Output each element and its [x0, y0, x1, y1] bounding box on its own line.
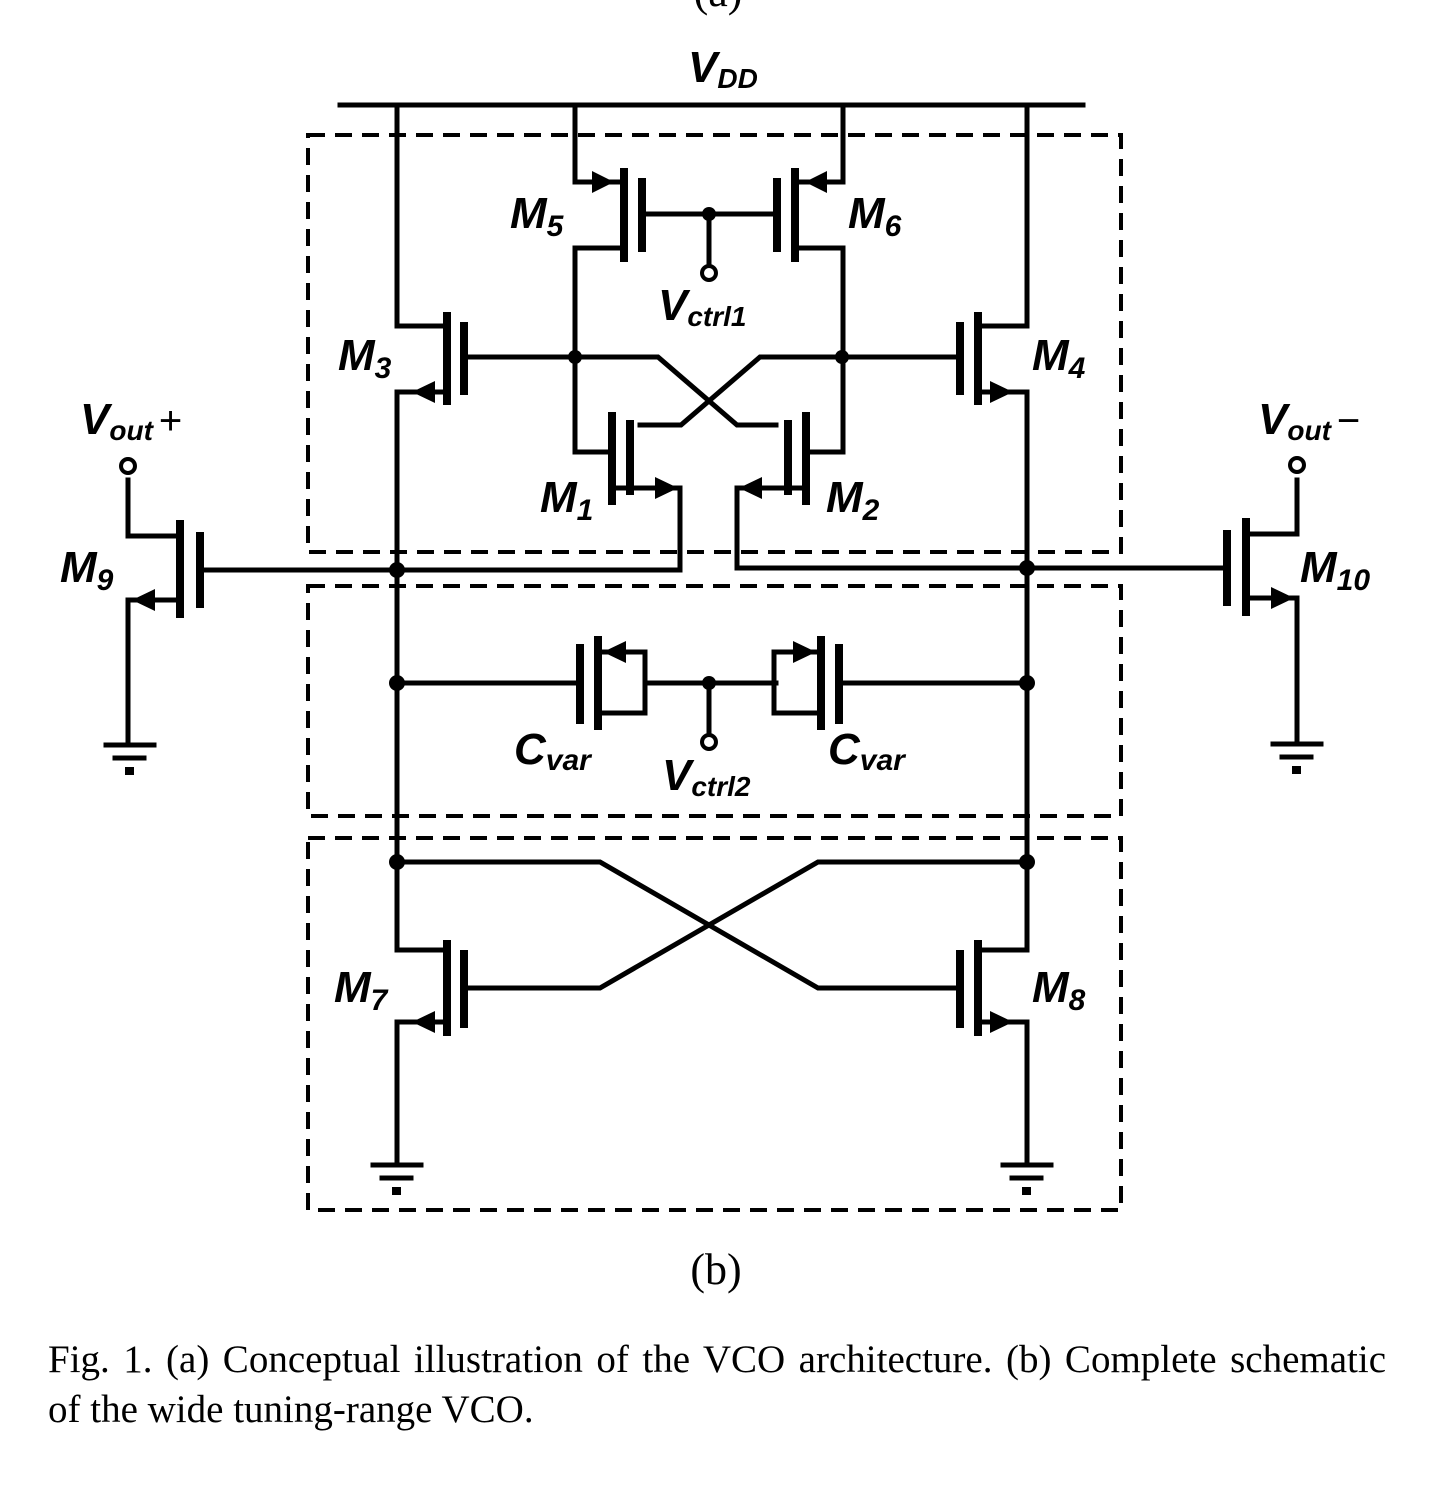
varactor-right	[771, 636, 1030, 730]
vout-plus-label: Vout+	[80, 395, 182, 446]
m6-label: M6	[848, 189, 902, 243]
m5-label: M5	[510, 189, 565, 243]
transistor-m5	[572, 102, 779, 455]
cross-coupled-block	[306, 133, 1123, 554]
nmos-cross-wire-b	[461, 859, 1030, 991]
ground-icon-m9	[103, 742, 157, 775]
m8-label: M8	[1032, 963, 1086, 1017]
transistor-m2	[734, 412, 1030, 571]
m10-label: M10	[1300, 543, 1370, 597]
transistor-m1	[394, 412, 683, 573]
m1-label: M1	[540, 473, 593, 527]
cross-wire-b	[637, 354, 845, 428]
m3-label: M3	[338, 331, 392, 385]
nmos-pair-block	[306, 836, 1123, 1212]
transistor-m8	[956, 940, 1030, 1163]
vctrl2-label: Vctrl2	[662, 751, 751, 802]
vctrl2-terminal	[700, 733, 718, 751]
right-node-wire	[979, 389, 1030, 953]
transistor-m4	[839, 312, 1030, 405]
transistor-m3	[394, 312, 578, 405]
vctrl1-label: Vctrl1	[658, 281, 747, 332]
vout-minus-label: Vout−	[1258, 395, 1360, 446]
transistor-m7	[394, 940, 468, 1163]
ground-icon-m10	[1270, 741, 1324, 774]
vout-minus-terminal	[1288, 456, 1306, 474]
left-node-wire	[394, 389, 446, 953]
m9-label: M9	[60, 543, 114, 597]
figure-caption: Fig. 1. (a) Conceptual illustration of t…	[48, 1338, 1386, 1431]
transistor-m9	[125, 477, 204, 743]
nmos-cross-wire-a	[394, 859, 963, 991]
varactor-block	[306, 584, 1123, 818]
transistor-m6	[773, 102, 846, 455]
cvar-left-label: Cvar	[514, 725, 593, 777]
subfigure-b-label: (b)	[690, 1245, 741, 1294]
subfigure-a-label: (a)	[694, 0, 743, 16]
m2-label: M2	[826, 473, 880, 527]
m7-label: M7	[334, 963, 389, 1017]
vctrl1-terminal	[700, 264, 718, 282]
varactor-left	[394, 636, 779, 730]
vdd-label: VDD	[688, 43, 758, 94]
vco-schematic: (a) VDD M3 M4 M5	[60, 0, 1370, 1294]
m4-label: M4	[1032, 331, 1086, 385]
transistor-m10	[1223, 477, 1300, 743]
ground-icon-m8	[1000, 1162, 1054, 1195]
cvar-right-label: Cvar	[828, 725, 907, 777]
cross-wire-a	[572, 354, 779, 428]
ground-icon-m7	[370, 1162, 424, 1195]
vout-plus-terminal	[119, 457, 137, 475]
